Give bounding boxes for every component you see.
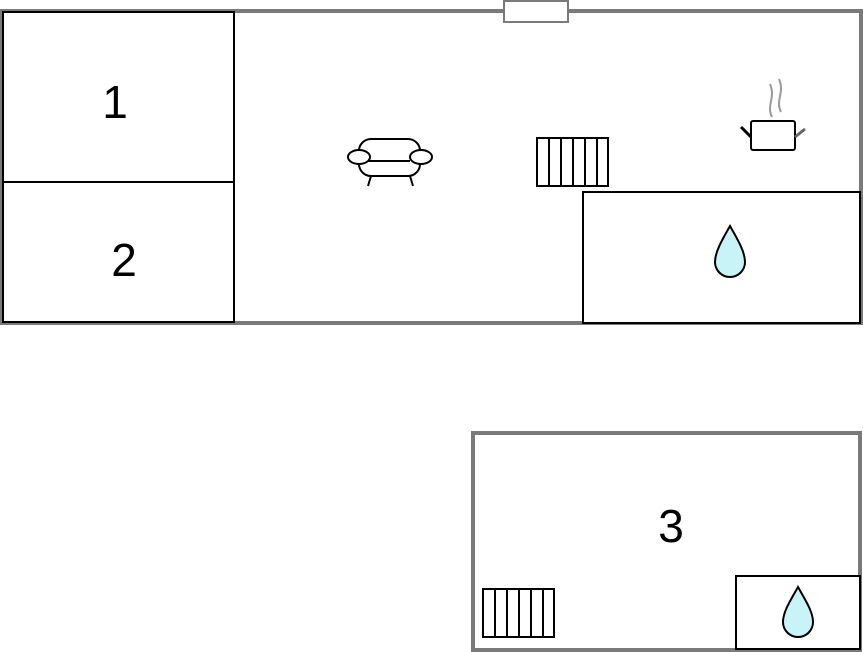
room-3-label: 3 [658, 500, 684, 552]
room-2-label: 2 [111, 234, 137, 286]
water-drop-icon [713, 223, 747, 278]
radiator-icon [482, 588, 555, 638]
sofa-icon [347, 138, 433, 187]
radiator-icon [536, 137, 609, 187]
window-icon [503, 0, 569, 23]
room-1-label: 1 [102, 76, 128, 128]
water-drop-icon [781, 584, 815, 638]
room-2 [2, 181, 235, 323]
cooking-pot-icon [739, 78, 806, 151]
